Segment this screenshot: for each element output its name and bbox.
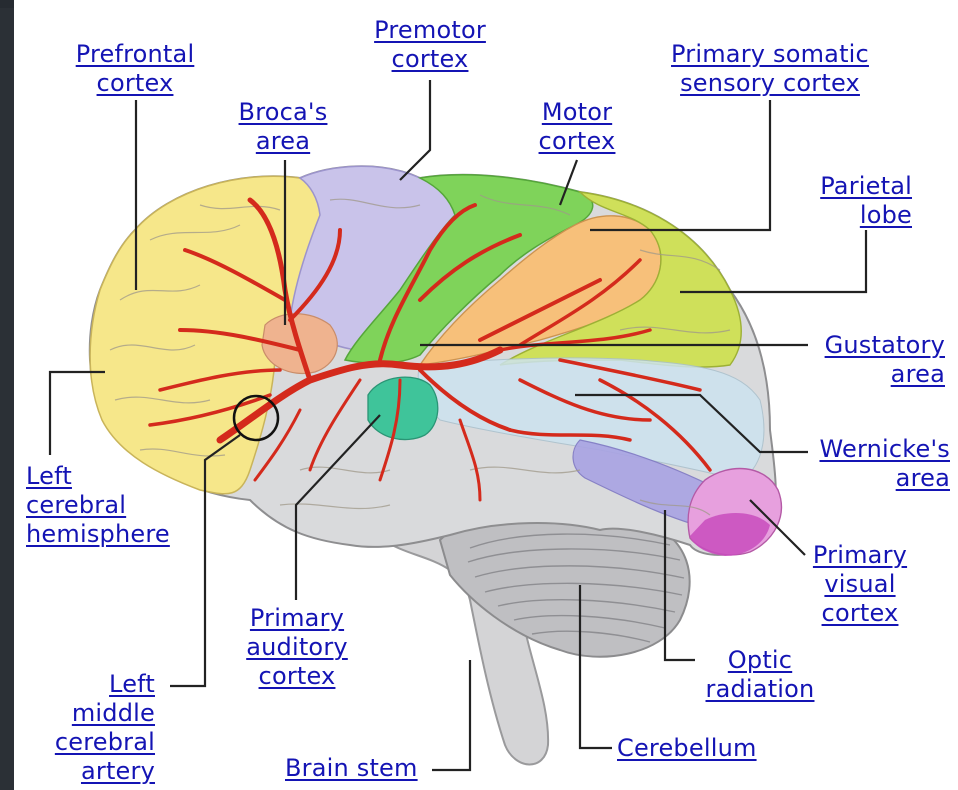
label-line: visual bbox=[805, 570, 915, 599]
label-line: cortex bbox=[522, 127, 632, 156]
label-line: Brain stem bbox=[285, 754, 435, 783]
label-line: cerebral bbox=[25, 728, 155, 757]
label-line: area bbox=[790, 360, 945, 389]
label-left-middle-cerebral-artery[interactable]: Left middle cerebral artery bbox=[25, 670, 155, 786]
label-line: Gustatory bbox=[790, 331, 945, 360]
label-line: Primary bbox=[232, 604, 362, 633]
label-line: Optic bbox=[695, 646, 825, 675]
label-brocas-area[interactable]: Broca's area bbox=[218, 98, 348, 156]
auditory-region bbox=[368, 377, 438, 439]
label-line: cerebral bbox=[26, 491, 206, 520]
label-primary-auditory-cortex[interactable]: Primary auditory cortex bbox=[232, 604, 362, 691]
label-line: cortex bbox=[355, 45, 505, 74]
label-premotor-cortex[interactable]: Premotor cortex bbox=[355, 16, 505, 74]
label-line: cortex bbox=[805, 599, 915, 628]
label-line: Primary somatic bbox=[650, 40, 890, 69]
label-primary-somatic-sensory-cortex[interactable]: Primary somatic sensory cortex bbox=[650, 40, 890, 98]
label-line: auditory bbox=[232, 633, 362, 662]
label-brain-stem[interactable]: Brain stem bbox=[285, 754, 435, 783]
label-line: Left bbox=[25, 670, 155, 699]
label-line: lobe bbox=[780, 201, 912, 230]
label-motor-cortex[interactable]: Motor cortex bbox=[522, 98, 632, 156]
label-line: Wernicke's bbox=[795, 435, 950, 464]
label-left-cerebral-hemisphere[interactable]: Left cerebral hemisphere bbox=[26, 462, 206, 549]
label-gustatory-area[interactable]: Gustatory area bbox=[790, 331, 945, 389]
label-prefrontal-cortex[interactable]: Prefrontal cortex bbox=[60, 40, 210, 98]
label-line: Premotor bbox=[355, 16, 505, 45]
label-line: cortex bbox=[60, 69, 210, 98]
label-wernickes-area[interactable]: Wernicke's area bbox=[795, 435, 950, 493]
label-line: hemisphere bbox=[26, 520, 206, 549]
label-line: Left bbox=[26, 462, 206, 491]
label-line: area bbox=[795, 464, 950, 493]
label-line: radiation bbox=[695, 675, 825, 704]
label-line: cortex bbox=[232, 662, 362, 691]
label-line: sensory cortex bbox=[650, 69, 890, 98]
label-line: Primary bbox=[805, 541, 915, 570]
label-line: middle bbox=[25, 699, 155, 728]
label-cerebellum[interactable]: Cerebellum bbox=[617, 734, 787, 763]
label-line: area bbox=[218, 127, 348, 156]
label-line: Prefrontal bbox=[60, 40, 210, 69]
label-line: Motor bbox=[522, 98, 632, 127]
label-optic-radiation[interactable]: Optic radiation bbox=[695, 646, 825, 704]
label-line: Parietal bbox=[780, 172, 912, 201]
label-line: artery bbox=[25, 757, 155, 786]
label-parietal-lobe[interactable]: Parietal lobe bbox=[780, 172, 912, 230]
label-primary-visual-cortex[interactable]: Primary visual cortex bbox=[805, 541, 915, 628]
label-line: Broca's bbox=[218, 98, 348, 127]
label-line: Cerebellum bbox=[617, 734, 787, 763]
